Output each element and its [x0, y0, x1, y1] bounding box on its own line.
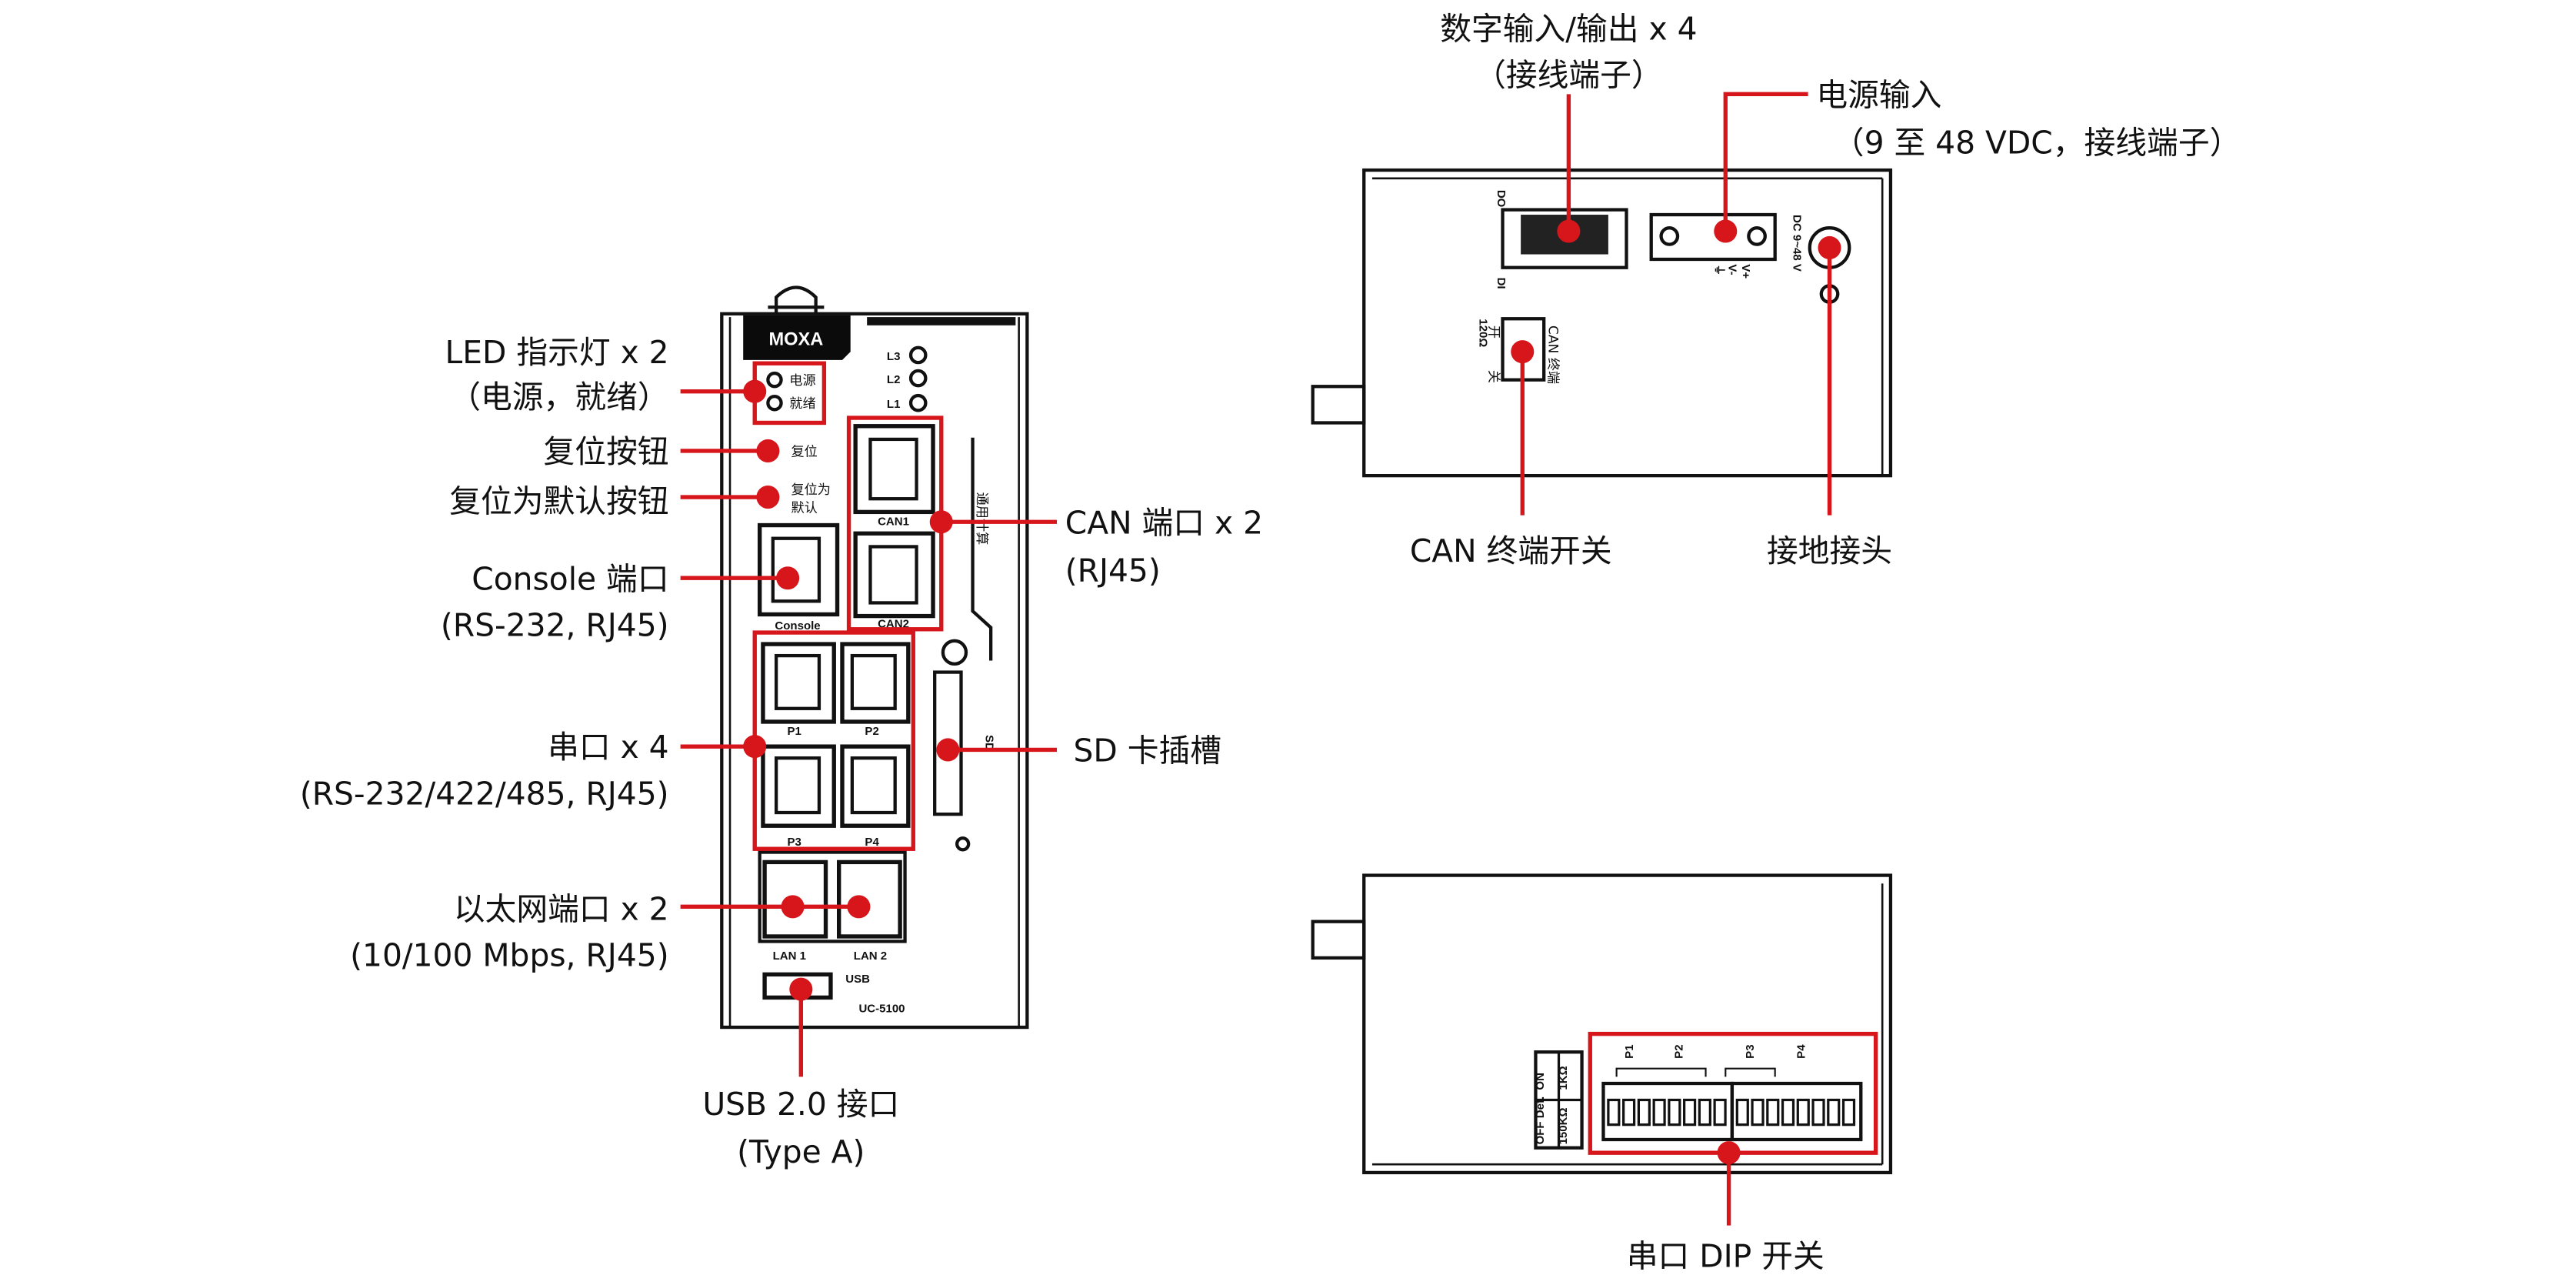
callout-serial: 串口 x 4 — [548, 729, 669, 766]
dip-legend-off: OFF Def. — [1534, 1096, 1547, 1145]
callout-dio-sub: （接线端子） — [1475, 57, 1663, 94]
callout-console-sub: (RS-232, RJ45) — [441, 606, 669, 643]
p3-label: P3 — [788, 836, 801, 849]
dip-switch[interactable] — [1766, 1098, 1780, 1126]
callout-can: CAN 端口 x 2 — [1065, 504, 1263, 541]
side-text: 通用计算 — [974, 492, 989, 546]
lan2-port[interactable] — [837, 859, 902, 939]
callout-can-sub: (RJ45) — [1065, 552, 1161, 589]
callout-usb: USB 2.0 接口 — [702, 1086, 899, 1123]
sd-slot[interactable] — [933, 670, 963, 816]
usb-label: USB — [845, 973, 870, 986]
dip-switch[interactable] — [1781, 1098, 1795, 1126]
callout-usb-sub: (Type A) — [737, 1133, 865, 1170]
l1-label: L1 — [887, 398, 901, 411]
reset-default-label-2: 默认 — [791, 500, 817, 516]
p1-label: P1 — [788, 725, 801, 738]
callout-led: LED 指示灯 x 2 — [445, 334, 669, 371]
dip-switch[interactable] — [1698, 1098, 1711, 1126]
dip-switch[interactable] — [1652, 1098, 1666, 1126]
top-handle — [768, 285, 825, 314]
power-pin-vminus: V- — [1726, 264, 1739, 275]
callout-serial-sub: (RS-232/422/485, RJ45) — [300, 775, 669, 812]
power-pin-vplus: V+ — [1739, 264, 1752, 279]
front-callouts: LED 指示灯 x 2 （电源，就绪） 复位按钮 复位为默认按钮 Console… — [300, 334, 1263, 1170]
bottom-view: ON 1KΩ OFF Def. 150KΩ P1 P2 P3 P4 串口 DIP… — [1311, 873, 1893, 1274]
l3-label: L3 — [887, 350, 901, 363]
callout-led-sub: （电源，就绪） — [449, 379, 668, 416]
power-terminal[interactable] — [1649, 212, 1777, 262]
power-pin-ground: ⏚ — [1712, 264, 1725, 275]
p2-label: P2 — [865, 725, 878, 738]
can-switch-on: 开 — [1485, 325, 1501, 339]
dip-switch[interactable] — [1735, 1098, 1749, 1126]
reset-default-label-1: 复位为 — [791, 482, 830, 498]
can1-label: CAN1 — [878, 516, 909, 529]
do-label: DO — [1495, 190, 1508, 208]
callout-dip: 串口 DIP 开关 — [1627, 1237, 1825, 1274]
callout-reset: 复位按钮 — [544, 433, 669, 470]
dip-switch[interactable] — [1827, 1098, 1841, 1126]
dip-switch[interactable] — [1683, 1098, 1697, 1126]
dip-p3: P3 — [1744, 1044, 1757, 1058]
dip-switch[interactable] — [1841, 1098, 1856, 1126]
dip-switches — [1607, 1098, 1856, 1126]
callout-reset-default: 复位为默认按钮 — [449, 482, 668, 519]
lan1-label: LAN 1 — [773, 950, 806, 963]
can-switch-ohm: 120Ω — [1476, 319, 1489, 347]
callout-ethernet-sub: (10/100 Mbps, RJ45) — [350, 937, 668, 974]
dip-legend-1k: 1KΩ — [1557, 1066, 1570, 1090]
console-label: Console — [775, 619, 820, 632]
callout-power: 电源输入 — [1816, 76, 1941, 113]
dip-switch[interactable] — [1668, 1098, 1681, 1126]
dip-switch[interactable] — [1713, 1098, 1727, 1126]
l2-led — [908, 369, 928, 388]
callout-dio: 数字输入/输出 x 4 — [1440, 11, 1697, 48]
sd-label: SD — [983, 735, 996, 751]
callout-ethernet: 以太网端口 x 2 — [454, 891, 669, 928]
model-label: UC-5100 — [858, 1003, 905, 1016]
dip-switch[interactable] — [1796, 1098, 1810, 1126]
ready-led-label: 就绪 — [789, 396, 815, 412]
callout-console: Console 端口 — [472, 560, 668, 597]
dip-p1: P1 — [1623, 1044, 1636, 1058]
dip-switch[interactable] — [1607, 1098, 1621, 1126]
moxa-logo-text: MOXA — [768, 330, 823, 350]
power-led — [766, 371, 783, 389]
lan2-label: LAN 2 — [854, 950, 887, 963]
callout-power-sub: （9 至 48 VDC，接线端子） — [1833, 125, 2241, 162]
top-view: DO DI V+ V- ⏚ DC 9~48 V CAN 终端 开 120Ω 关 … — [1311, 11, 2241, 569]
p4-label: P4 — [865, 836, 879, 849]
dip-switch[interactable] — [1622, 1098, 1636, 1126]
callout-ground: 接地接头 — [1767, 532, 1892, 569]
dip-legend-on: ON — [1534, 1073, 1547, 1090]
dc-label: DC 9~48 V — [1790, 215, 1803, 272]
reset-label: 复位 — [791, 444, 817, 459]
panel-outline — [720, 312, 1029, 1030]
can-switch-off: 关 — [1485, 370, 1501, 383]
moxa-logo — [743, 315, 851, 360]
dip-legend-150k: 150KΩ — [1557, 1107, 1570, 1144]
l1-led — [908, 393, 928, 412]
dip-p2: P2 — [1672, 1044, 1685, 1058]
di-label: DI — [1495, 278, 1508, 289]
dip-p4: P4 — [1795, 1044, 1808, 1059]
dip-switch[interactable] — [1637, 1098, 1651, 1126]
power-led-label: 电源 — [789, 373, 815, 389]
l3-led — [908, 345, 928, 365]
ready-led — [766, 394, 783, 412]
l2-label: L2 — [887, 373, 901, 386]
can-switch-label: CAN 终端 — [1545, 325, 1561, 384]
front-panel: MOXA 电源 就绪 L3 L2 L1 复位 复位为 默认 CAN1 CAN2 … — [720, 285, 1029, 1030]
callout-can-term: CAN 终端开关 — [1410, 532, 1612, 569]
dip-switch-block-2[interactable] — [1730, 1081, 1863, 1142]
dip-switch[interactable] — [1751, 1098, 1765, 1126]
dip-switch[interactable] — [1811, 1098, 1825, 1126]
callout-sd: SD 卡插槽 — [1073, 732, 1221, 769]
